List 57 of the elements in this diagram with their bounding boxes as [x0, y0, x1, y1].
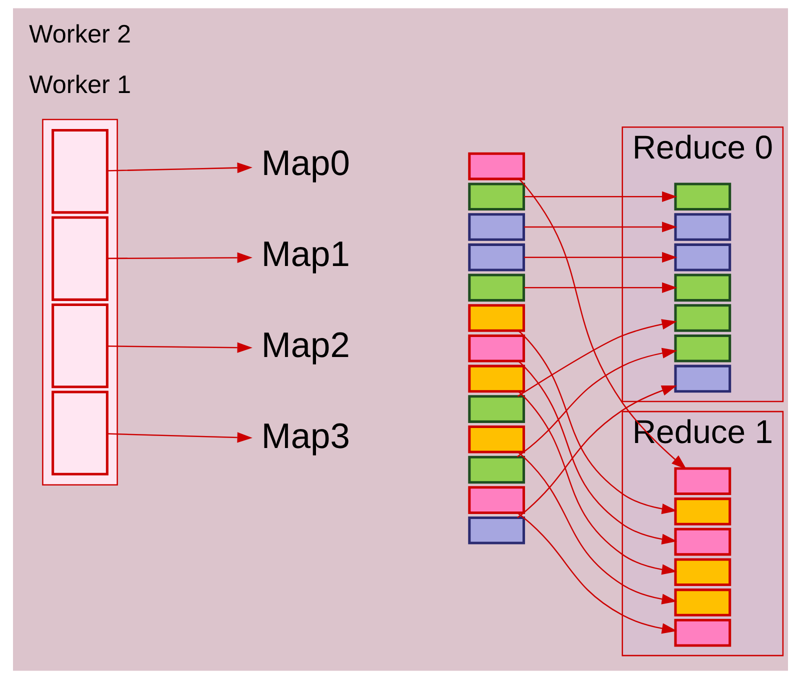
node-text: Map1 — [261, 235, 350, 274]
node-box — [468, 395, 526, 423]
node-box — [674, 243, 732, 272]
node-box — [52, 129, 108, 214]
node-box — [674, 498, 732, 526]
node-box — [674, 213, 732, 241]
node-box — [468, 516, 526, 544]
arrow — [524, 252, 678, 263]
node-box — [674, 467, 732, 495]
arrow — [517, 512, 678, 634]
arrow — [518, 360, 678, 544]
arrow — [107, 252, 252, 264]
arrow — [107, 342, 252, 353]
node-box — [468, 456, 526, 484]
arrow — [107, 162, 252, 174]
cluster — [622, 410, 784, 656]
arrow — [516, 348, 678, 458]
node-box — [674, 364, 732, 393]
arrow — [518, 178, 687, 470]
node-box — [674, 528, 732, 556]
arrow — [518, 452, 678, 604]
node-box — [468, 486, 526, 514]
arrow — [517, 385, 677, 518]
arrow — [524, 282, 678, 293]
node-box — [468, 364, 526, 393]
node-box — [674, 618, 732, 647]
label: Worker 2 — [28, 20, 132, 48]
arrow — [107, 432, 252, 443]
arrow — [518, 330, 678, 514]
arrow — [524, 191, 678, 202]
arrow — [524, 222, 678, 232]
node-box — [52, 303, 108, 388]
node-box — [52, 390, 108, 476]
node-box — [674, 274, 732, 302]
arrow — [518, 390, 678, 575]
node-box — [468, 213, 526, 241]
node-box — [674, 334, 732, 362]
node-box — [674, 558, 732, 586]
node-box — [52, 216, 108, 301]
node-box — [468, 334, 526, 362]
node-text: Map2 — [261, 326, 350, 366]
node-label: Reduce 0 — [632, 128, 773, 166]
arrow — [517, 319, 678, 397]
node-box — [468, 304, 526, 332]
label: Worker 1 — [28, 70, 132, 99]
node-box — [468, 152, 526, 180]
node-box — [468, 182, 526, 211]
node-box — [468, 243, 526, 272]
node-text: Map0 — [261, 144, 350, 184]
node-box — [468, 274, 526, 302]
node-box — [674, 304, 732, 332]
cluster — [622, 126, 784, 402]
node-box — [468, 425, 526, 454]
node-text: Map3 — [261, 417, 350, 456]
node-box — [674, 588, 732, 616]
cluster — [42, 118, 118, 486]
node-box — [674, 182, 732, 211]
